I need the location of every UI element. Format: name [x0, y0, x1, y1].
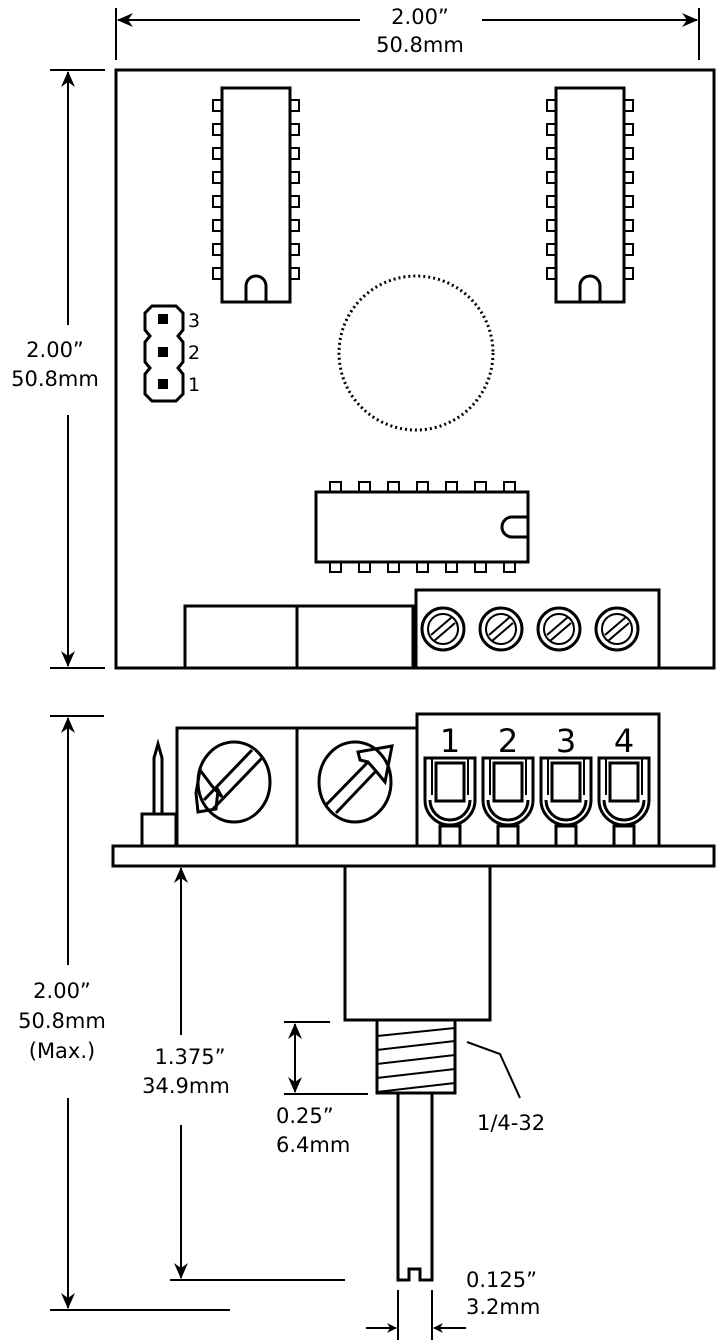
thread-spec-label: 1/4-32	[477, 1111, 545, 1135]
thread-length-mm: 6.4mm	[276, 1133, 350, 1157]
ic-chip-right	[546, 86, 634, 304]
pot-bushing-body	[343, 864, 492, 1022]
ic-chip-left	[212, 86, 300, 304]
side-height-inches: 2.00”	[33, 979, 91, 1003]
thread-length-dimension: 0.25” 6.4mm	[276, 1021, 368, 1157]
shaft-diameter-dimension: 0.125” 3.2mm	[366, 1268, 540, 1340]
shaft-diameter-inches: 0.125”	[466, 1268, 537, 1292]
terminal-number: 4	[614, 722, 634, 760]
shaft-length-inches: 1.375”	[155, 1045, 226, 1069]
top-width-mm: 50.8mm	[376, 33, 464, 57]
header-pin	[152, 738, 164, 814]
shaft-length-dimension: 1.375” 34.9mm	[142, 867, 345, 1281]
shaft-diameter-mm: 3.2mm	[466, 1295, 540, 1319]
ic-chip-horizontal	[314, 481, 530, 573]
potentiometer-footprint	[337, 274, 495, 432]
thread-length-inches: 0.25”	[276, 1104, 334, 1128]
jumper-header: 3 2 1	[143, 304, 200, 403]
pot-block-left-top	[183, 604, 299, 670]
threaded-bushing	[375, 1018, 457, 1095]
terminal-number: 3	[556, 722, 576, 760]
terminal-number: 1	[440, 722, 460, 760]
pin-header-base	[140, 812, 178, 848]
terminal-block-top	[414, 588, 661, 670]
pot-block-right-top	[295, 604, 415, 670]
top-height-mm: 50.8mm	[11, 367, 99, 391]
jumper-label-1: 1	[188, 374, 200, 396]
top-height-inches: 2.00”	[26, 338, 84, 362]
top-width-inches: 2.00”	[391, 5, 449, 29]
side-height-note: (Max.)	[29, 1039, 95, 1063]
shaft-length-mm: 34.9mm	[142, 1074, 230, 1098]
top-width-dimension: 2.00” 50.8mm	[115, 5, 700, 60]
pcb-side-edge	[111, 844, 716, 868]
side-height-mm: 50.8mm	[18, 1009, 106, 1033]
pot-shaft	[396, 1093, 434, 1282]
pot-side-right	[295, 726, 419, 848]
terminal-number: 2	[498, 722, 518, 760]
top-height-dimension: 2.00” 50.8mm	[11, 69, 105, 669]
jumper-label-3: 3	[188, 310, 200, 332]
side-height-dimension: 2.00” 50.8mm (Max.)	[18, 715, 230, 1311]
thread-spec-callout: 1/4-32	[466, 1041, 545, 1135]
jumper-label-2: 2	[188, 342, 200, 364]
pot-side-left	[175, 726, 299, 848]
